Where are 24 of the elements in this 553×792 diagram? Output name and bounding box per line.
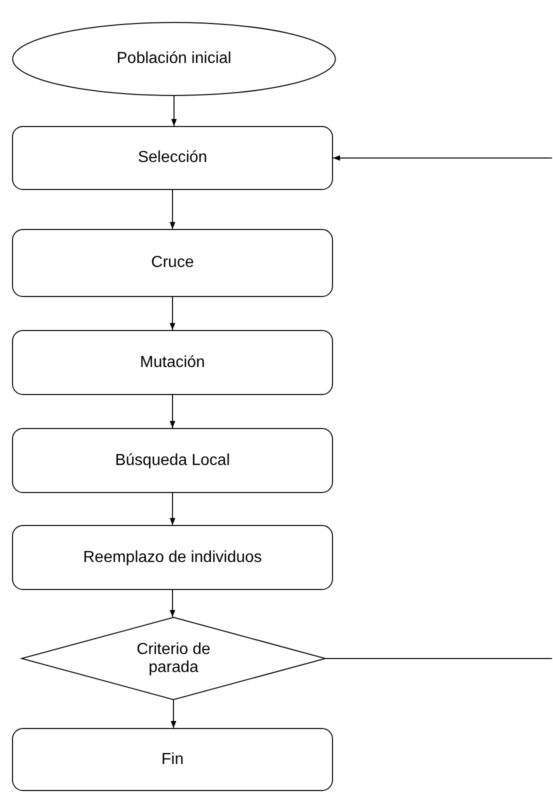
arrow [170,296,176,330]
node-label: Selección [138,149,208,167]
arrow [170,590,176,618]
arrow [171,96,177,126]
decision-diamond [21,617,326,700]
arrow [170,700,176,728]
process-box [12,126,333,190]
arrow [170,190,176,230]
node-label: Criterio de parada [136,640,212,676]
node-label: Reemplazo de individuos [83,548,262,566]
arrow [170,492,176,526]
node-label: Cruce [151,254,194,272]
node-label: Mutación [140,354,205,372]
process-box [12,525,333,590]
node-label: Fin [161,750,184,768]
arrow [332,155,552,161]
node-label: Población inicial [116,50,232,68]
process-box [12,330,333,395]
node-label: Búsqueda Local [115,452,230,470]
process-box [12,229,333,297]
process-box [12,728,333,791]
start-ellipse [12,22,336,96]
arrow [170,394,176,428]
process-box [12,428,333,493]
